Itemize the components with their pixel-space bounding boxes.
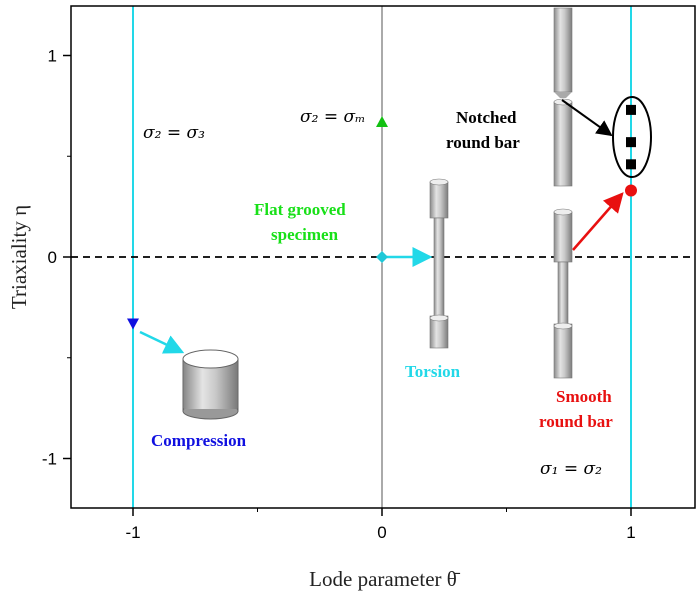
- x-tick-label: 1: [626, 523, 635, 542]
- smooth-label-1: Smooth: [556, 387, 612, 406]
- x-axis-label: Lode parameter θ̄: [309, 567, 461, 591]
- smooth-round-bar-illustration: [553, 208, 573, 379]
- compression-arrow: [139, 330, 185, 354]
- notched-bar-arrow: [561, 99, 613, 137]
- smooth-round-bar-marker: [625, 184, 637, 197]
- compression-cylinder-illustration: [182, 349, 239, 420]
- notched-label-1: Notched: [456, 108, 517, 127]
- notched-round-bar-marker: [626, 104, 636, 115]
- x-tick-label: 0: [377, 523, 386, 542]
- notched-group-ellipse: [612, 96, 652, 178]
- axis-ticks: -1 0 1 1 0 -1: [42, 47, 636, 543]
- compression-marker: [127, 318, 139, 330]
- torsion-label: Torsion: [405, 362, 461, 381]
- flat-label-1: Flat grooved: [254, 200, 346, 219]
- y-axis-label: Triaxiality η: [7, 205, 31, 309]
- sigma1-eq-sigma2-label: σ₁ = σ₂: [540, 459, 602, 479]
- sigma2-eq-sigma3-label: σ₂ = σ₃: [143, 123, 205, 143]
- notched-round-bar-illustration: [553, 7, 573, 187]
- data-markers: [127, 104, 637, 330]
- torsion-marker: [376, 251, 388, 263]
- notched-round-bar-marker: [626, 137, 636, 148]
- flat-grooved-specimen-marker: [376, 115, 388, 127]
- sigma2-eq-sigmam-label: σ₂ = σₘ: [300, 107, 366, 127]
- y-tick-label: 1: [48, 47, 57, 66]
- x-tick-label: -1: [125, 523, 140, 542]
- torsion-specimen-illustration: [429, 178, 449, 349]
- smooth-label-2: round bar: [539, 412, 613, 431]
- notched-label-2: round bar: [446, 133, 520, 152]
- y-tick-label: 0: [48, 248, 57, 267]
- notched-round-bar-marker: [626, 159, 636, 170]
- y-tick-label: -1: [42, 450, 57, 469]
- compression-label: Compression: [151, 431, 247, 450]
- smooth-bar-arrow: [572, 192, 624, 251]
- flat-label-2: specimen: [271, 225, 339, 244]
